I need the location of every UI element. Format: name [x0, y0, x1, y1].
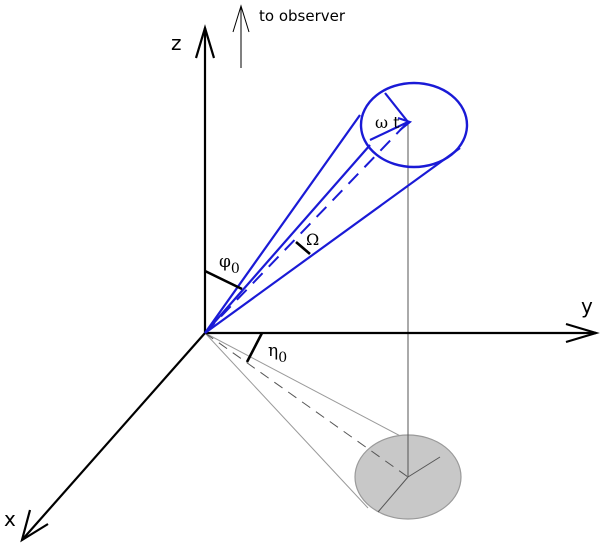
axis-x-label: x [4, 507, 16, 531]
x-axis-arrowhead [20, 509, 49, 543]
shadow-edge-lower [204, 332, 369, 509]
shadow-radius [407, 456, 441, 478]
eta0-label: η0 [268, 341, 287, 366]
x-axis [21, 332, 206, 541]
cone-base-ellipse [359, 81, 469, 169]
cone-edge-2 [204, 144, 371, 334]
y-axis-arrowhead [565, 322, 600, 344]
cone-axis-dashed [204, 121, 409, 334]
z-axis-arrowhead [194, 24, 216, 59]
shadow-axis-dashed [204, 332, 409, 478]
observer-label: to observer [259, 7, 346, 25]
cone-edge-3 [204, 147, 461, 334]
cone-base-radius-b [369, 121, 409, 141]
omega-t-label: ω t [375, 113, 400, 132]
shadow-cone [204, 332, 462, 520]
shadow-edge-upper [204, 332, 409, 441]
omega-angle-marker [295, 241, 311, 255]
shadow-radius-2 [377, 476, 409, 513]
axis-y-label: y [581, 294, 593, 318]
emission-cone [204, 81, 469, 334]
phi-angle-marker [204, 269, 243, 291]
cone-edge-1 [204, 114, 361, 334]
phi0-label: φ0 [219, 252, 240, 277]
observer-arrow [232, 4, 250, 68]
eta-angle-marker [245, 332, 264, 363]
axis-z-label: z [171, 31, 182, 55]
omega-cap-label: Ω [306, 230, 319, 249]
axes [20, 24, 600, 543]
cone-base-radius-a [384, 92, 409, 123]
omega-t-arrowhead [397, 117, 413, 131]
